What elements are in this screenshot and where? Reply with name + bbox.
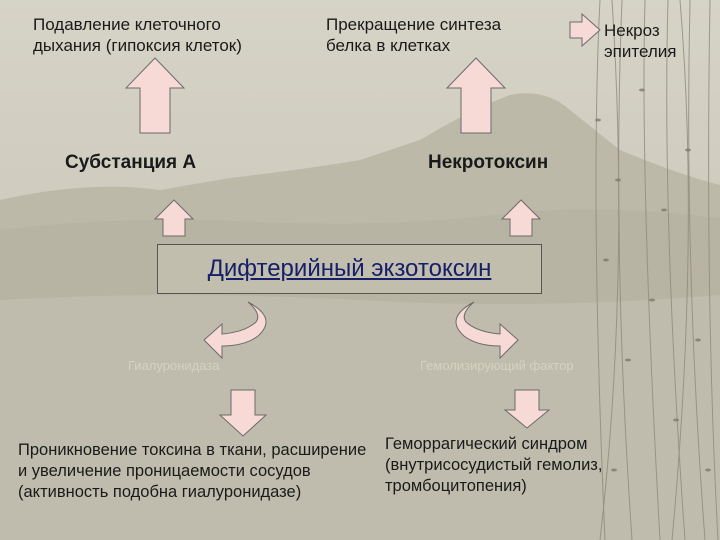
right-arrow-icon (569, 12, 601, 48)
exotoxin-box: Дифтерийный экзотоксин (157, 244, 542, 294)
node-penetration: Проникновение токсина в ткани, расширени… (18, 441, 367, 501)
up-arrow-icon (445, 57, 507, 134)
up-arrow-icon (124, 57, 186, 134)
node-hemorrhagic: Геморрагический синдром (внутрисосудисты… (385, 435, 603, 495)
node-substance-a: Субстанция А (65, 152, 197, 173)
node-faint-right: Гемолизирующий фактор (420, 358, 574, 373)
node-faint-left: Гиалуронидаза (128, 358, 220, 373)
curved-arrow-icon (455, 301, 519, 360)
node-protein-synthesis: Прекращение синтеза белка в клетках (326, 15, 502, 55)
down-arrow-icon (218, 389, 268, 437)
up-arrow-icon (153, 199, 195, 237)
exotoxin-label[interactable]: Дифтерийный экзотоксин (207, 255, 492, 282)
curved-arrow-icon (203, 301, 267, 360)
down-arrow-icon (503, 389, 551, 429)
up-arrow-icon (500, 199, 542, 237)
node-necrotoxin: Некротоксин (428, 152, 549, 173)
node-necrosis: Некроз эпителия (604, 21, 677, 61)
node-respiration: Подавление клеточного дыхания (гипоксия … (33, 15, 242, 55)
